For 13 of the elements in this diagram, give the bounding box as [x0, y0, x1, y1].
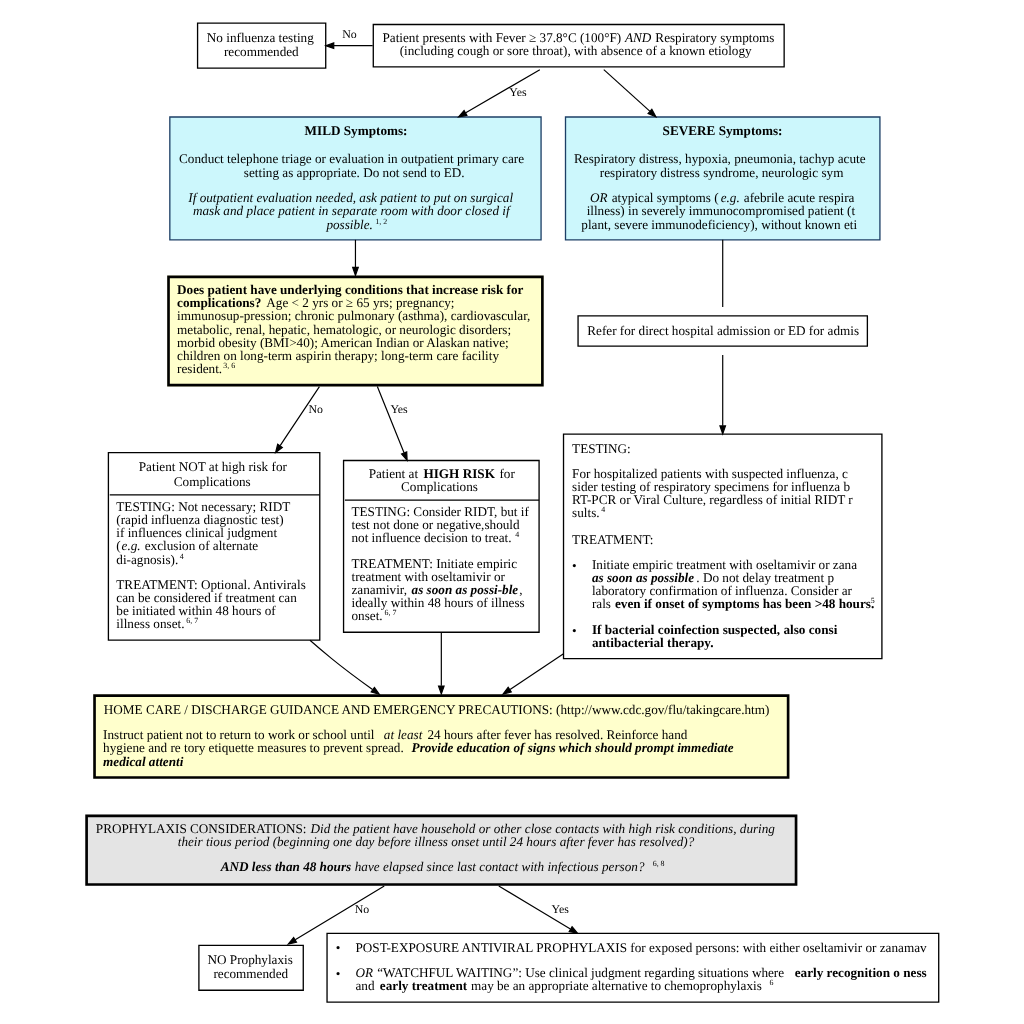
- arrow: [274, 385, 320, 454]
- arrow: [286, 885, 385, 945]
- arrow: [437, 632, 445, 696]
- arrow: [351, 239, 360, 278]
- arrow: [309, 639, 381, 696]
- arrow: [498, 885, 579, 935]
- arrow: [324, 42, 374, 50]
- arrow: [457, 69, 541, 118]
- arrow: [501, 653, 565, 696]
- arrow: [719, 354, 727, 436]
- connector: [722, 239, 724, 308]
- arrow: [376, 385, 408, 462]
- arrow: [603, 69, 658, 118]
